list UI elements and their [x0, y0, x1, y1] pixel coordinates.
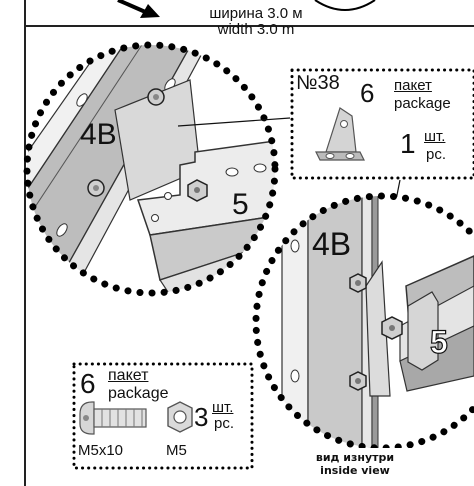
part-unit-en: pc. — [426, 146, 447, 163]
hardware-package-en: package — [108, 385, 169, 402]
part-package-count: 6 — [360, 78, 375, 108]
width-label-ru: ширина 3.0 м — [209, 5, 303, 22]
part-unit-ru: шт. — [424, 128, 446, 145]
part-number: №38 — [296, 72, 340, 94]
right-part-label-5: 5 — [429, 324, 448, 360]
hardware-package-count: 6 — [80, 368, 96, 399]
part-box-frame — [290, 68, 474, 180]
nut-label: M5 — [166, 442, 187, 459]
inside-view-label-en: inside view — [320, 464, 390, 477]
detail-circle-right — [252, 192, 474, 448]
left-part-label-5: 5 — [232, 188, 249, 221]
hardware-qty: 3 — [194, 402, 209, 432]
hardware-unit-ru: шт. — [212, 399, 234, 416]
triangle-bracket-icon — [315, 107, 365, 161]
width-label-en: width 3.0 m — [217, 21, 295, 38]
nut-icon — [167, 401, 193, 433]
hardware-unit-en: pc. — [214, 415, 235, 432]
bolt-label: M5x10 — [78, 442, 124, 459]
part-package-en: package — [394, 95, 451, 112]
detail-circle-left — [23, 41, 279, 297]
bolt-icon — [79, 401, 147, 435]
part-qty: 1 — [400, 128, 416, 159]
left-part-label-4b: 4В — [80, 118, 117, 151]
inside-view-label-ru: вид изнутри — [315, 451, 395, 464]
part-package-ru: пакет — [394, 77, 432, 94]
right-part-label-4b: 4В — [312, 226, 352, 262]
hardware-package-ru: пакет — [108, 367, 149, 384]
hardware-box-frame — [72, 362, 254, 470]
